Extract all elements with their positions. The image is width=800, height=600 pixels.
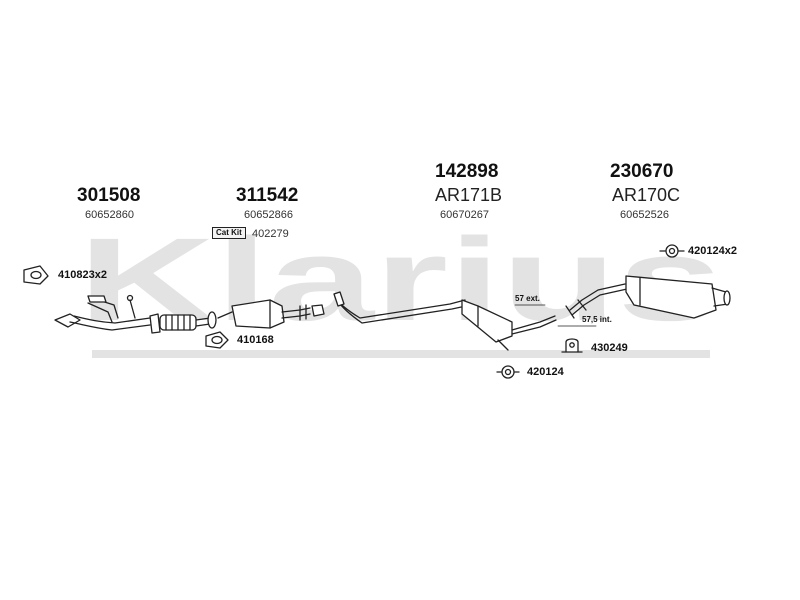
accessory-label-410168: 410168 (237, 334, 274, 346)
accessory-label-420124: 420124 (527, 366, 564, 378)
part-number-311542: 311542 (236, 185, 299, 206)
pipe-label-57-5-int: 57,5 int. (582, 315, 612, 324)
watermark-underline (92, 350, 710, 358)
clamp-icon-420124x2 (659, 244, 685, 258)
cat-kit-code: 402279 (252, 228, 289, 240)
part-code-60670267: 60670267 (440, 209, 489, 221)
accessory-label-410823x2: 410823x2 (58, 269, 107, 281)
part-ref-AR170C: AR170C (612, 185, 681, 205)
part-number-142898: 142898 (435, 161, 499, 182)
pipe-label-57-ext: 57 ext. (515, 294, 540, 303)
part-number-230670: 230670 (610, 161, 674, 182)
accessory-label-430249: 430249 (591, 342, 628, 354)
mount-icon-430249 (561, 338, 583, 353)
part-code-311542: 60652866 (244, 209, 293, 221)
catalytic-converter-part (217, 299, 325, 329)
accessory-label-420124x2: 420124x2 (688, 245, 737, 257)
rear-silencer-part (565, 275, 731, 319)
front-downpipe-part (54, 294, 217, 334)
part-number-301508: 301508 (77, 185, 141, 206)
flex-joint (159, 314, 197, 331)
gasket-icon-410168 (205, 331, 229, 349)
part-ref-AR171B: AR171B (435, 185, 503, 205)
part-code-301508: 60652860 (85, 209, 134, 221)
clamp-icon-420124 (496, 365, 520, 379)
centre-silencer-part (333, 291, 557, 351)
part-code-60652526: 60652526 (620, 209, 669, 221)
cat-kit-badge: Cat Kit (212, 227, 246, 239)
gasket-icon-410823 (23, 265, 49, 285)
